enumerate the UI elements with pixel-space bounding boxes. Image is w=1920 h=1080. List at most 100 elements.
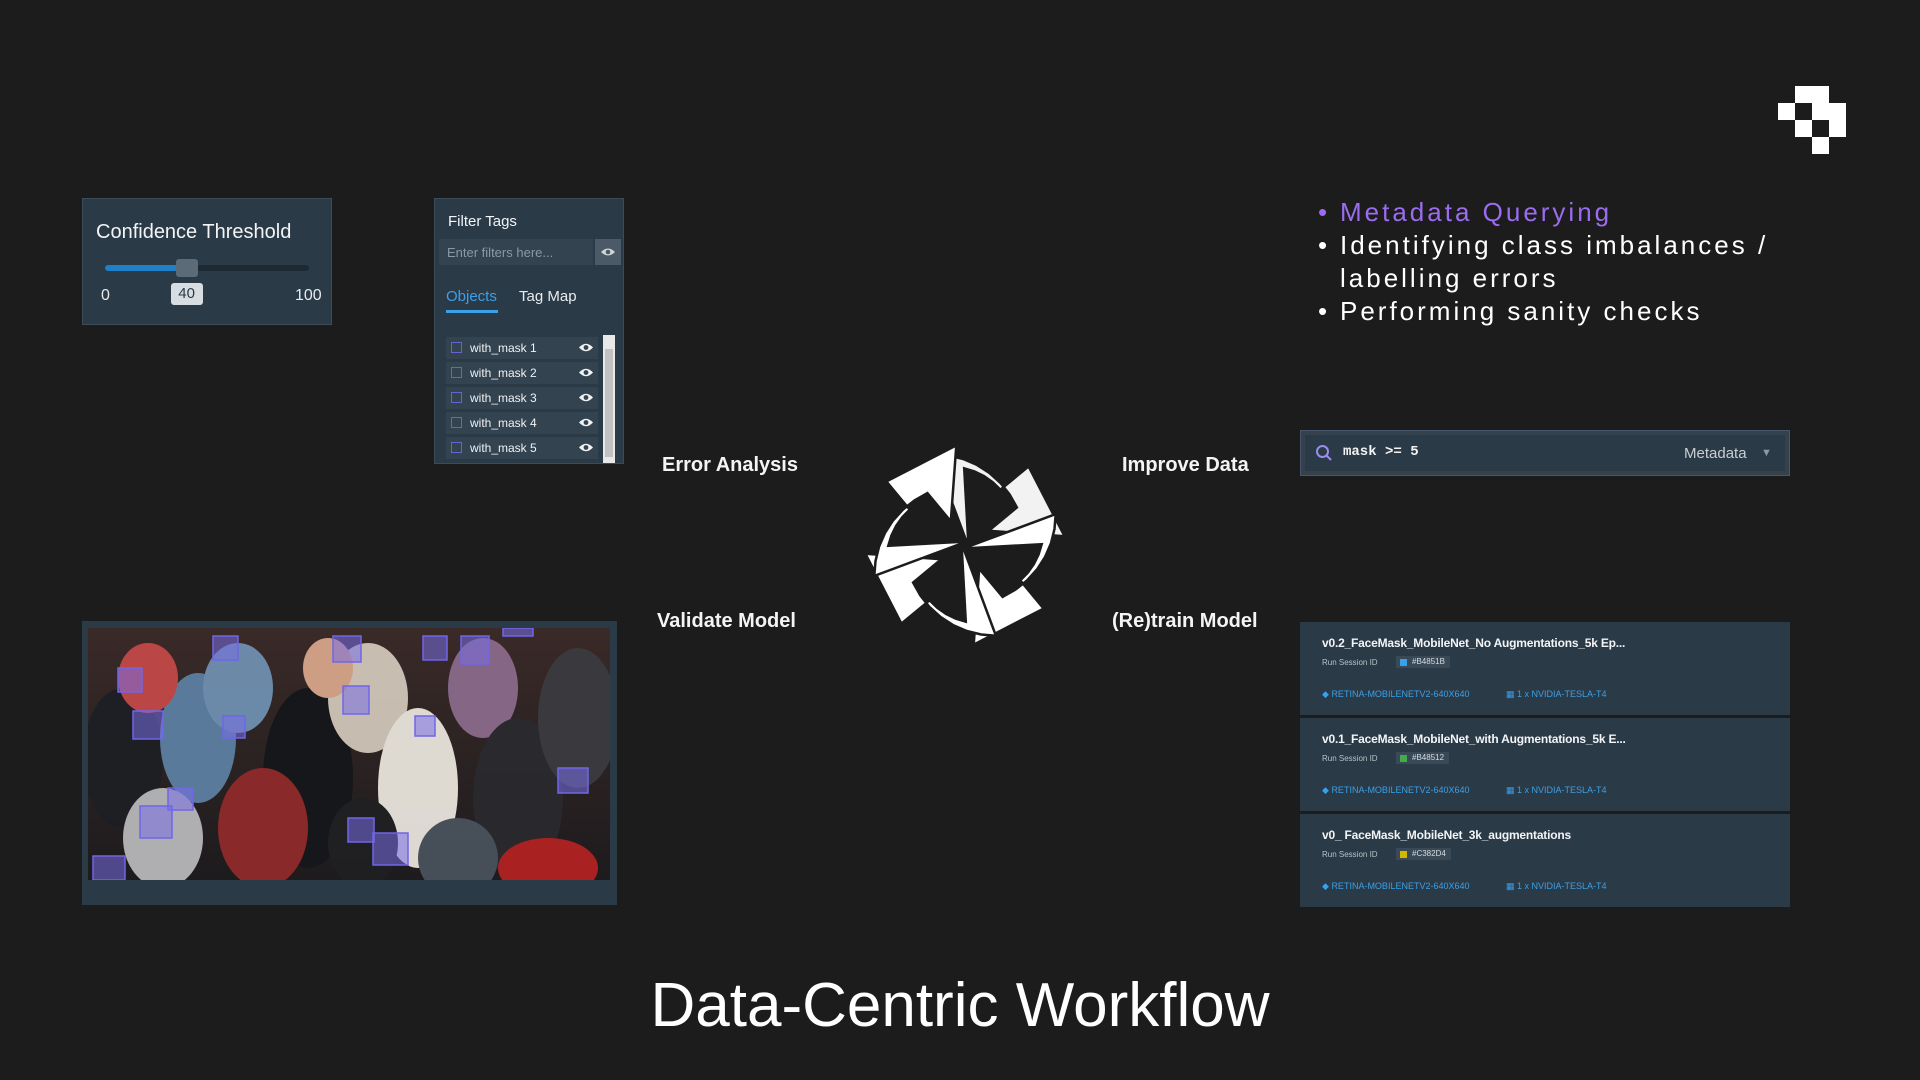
run-session-card[interactable]: v0.1_FaceMask_MobileNet_with Augmentatio… <box>1300 718 1790 811</box>
filter-visibility-button[interactable] <box>595 239 621 265</box>
run-session-card[interactable]: v0_ FaceMask_MobileNet_3k_augmentations … <box>1300 814 1790 907</box>
metadata-query-bar[interactable]: mask >= 5 Metadata ▼ <box>1300 430 1790 476</box>
run-session-id: #C382D4 <box>1412 849 1446 858</box>
bbox-icon <box>451 367 462 378</box>
confidence-slider-track[interactable] <box>105 259 309 277</box>
eye-icon[interactable] <box>578 342 594 353</box>
run-gpu-label: 1 x NVIDIA-TESLA-T4 <box>1517 689 1607 699</box>
tag-item-label: with_mask 3 <box>470 391 537 405</box>
run-session-card[interactable]: v0.2_FaceMask_MobileNet_No Augmentations… <box>1300 622 1790 715</box>
run-title[interactable]: v0.1_FaceMask_MobileNet_with Augmentatio… <box>1322 732 1626 746</box>
query-type-dropdown[interactable]: Metadata <box>1684 445 1747 462</box>
run-gpu: ▦ 1 x NVIDIA-TESLA-T4 <box>1506 881 1607 892</box>
detection-box[interactable] <box>212 635 239 661</box>
tag-item-label: with_mask 2 <box>470 366 537 380</box>
gpu-icon: ▦ <box>1506 689 1515 699</box>
run-model-label: RETINA-MOBILENETV2-640X640 <box>1331 785 1470 795</box>
run-session-list: v0.2_FaceMask_MobileNet_No Augmentations… <box>1300 622 1790 907</box>
run-model[interactable]: ◆ RETINA-MOBILENETV2-640X640 <box>1322 881 1470 892</box>
page-title: Data-Centric Workflow <box>650 971 1270 1040</box>
workflow-cycle-diagram <box>863 443 1067 647</box>
filter-tags-panel: Filter Tags Objects Tag Map with_mask 1 … <box>434 198 624 464</box>
detection-box[interactable] <box>414 715 436 737</box>
run-session-id-label: Run Session ID <box>1322 658 1378 667</box>
tab-objects-underline <box>446 310 498 313</box>
tab-objects[interactable]: Objects <box>446 288 497 305</box>
cycle-arrow-top-left <box>872 443 968 578</box>
run-gpu-label: 1 x NVIDIA-TESLA-T4 <box>1517 881 1607 891</box>
metadata-query-field[interactable]: mask >= 5 Metadata ▼ <box>1305 435 1785 471</box>
brand-logo <box>1778 86 1846 154</box>
run-session-id-badge: #B48512 <box>1396 752 1450 764</box>
bullet-sanity-checks: Performing sanity checks <box>1318 295 1798 328</box>
detection-box[interactable] <box>167 787 194 811</box>
face-detection-boxes <box>92 628 589 880</box>
detection-box[interactable] <box>117 667 143 693</box>
run-model[interactable]: ◆ RETINA-MOBILENETV2-640X640 <box>1322 785 1470 796</box>
detection-box[interactable] <box>347 817 375 843</box>
tag-item[interactable]: with_mask 1 <box>446 337 598 359</box>
filter-search-input[interactable] <box>439 239 593 265</box>
detection-image-panel <box>82 621 617 905</box>
tag-item[interactable]: with_mask 5 <box>446 437 598 459</box>
label-improve-data: Improve Data <box>1122 454 1249 476</box>
label-retrain-model: (Re)train Model <box>1112 610 1258 632</box>
run-model-label: RETINA-MOBILENETV2-640X640 <box>1331 689 1470 699</box>
confidence-value-badge: 40 <box>170 283 203 305</box>
tag-list-scrollbar-thumb[interactable] <box>605 349 613 457</box>
detection-box[interactable] <box>342 685 370 715</box>
detection-box[interactable] <box>92 855 126 880</box>
detection-box[interactable] <box>422 635 448 661</box>
run-session-id-badge: #B4851B <box>1396 656 1450 668</box>
confidence-threshold-title: Confidence Threshold <box>96 221 292 243</box>
gpu-icon: ▦ <box>1506 785 1515 795</box>
confidence-min-label: 0 <box>101 287 110 304</box>
run-model-label: RETINA-MOBILENETV2-640X640 <box>1331 881 1470 891</box>
bbox-icon <box>451 442 462 453</box>
confidence-slider-fill <box>105 265 187 271</box>
detection-box[interactable] <box>460 635 490 665</box>
crowd-detection-image[interactable] <box>88 628 610 880</box>
run-model[interactable]: ◆ RETINA-MOBILENETV2-640X640 <box>1322 689 1470 700</box>
detection-box[interactable] <box>332 635 362 663</box>
gpu-icon: ▦ <box>1506 881 1515 891</box>
eye-icon[interactable] <box>578 417 594 428</box>
detection-box[interactable] <box>557 767 589 794</box>
chevron-down-icon[interactable]: ▼ <box>1761 447 1772 459</box>
tab-tag-map[interactable]: Tag Map <box>519 288 577 305</box>
layers-icon: ◆ <box>1322 785 1329 795</box>
detection-box[interactable] <box>139 805 173 839</box>
confidence-slider-thumb[interactable] <box>175 259 198 277</box>
run-title[interactable]: v0_ FaceMask_MobileNet_3k_augmentations <box>1322 828 1571 842</box>
detection-box[interactable] <box>372 832 409 866</box>
detection-box[interactable] <box>502 628 534 637</box>
eye-icon[interactable] <box>578 367 594 378</box>
run-title[interactable]: v0.2_FaceMask_MobileNet_No Augmentations… <box>1322 636 1626 650</box>
eye-icon[interactable] <box>578 392 594 403</box>
run-gpu-label: 1 x NVIDIA-TESLA-T4 <box>1517 785 1607 795</box>
bbox-icon <box>451 392 462 403</box>
eye-icon[interactable] <box>578 442 594 453</box>
session-color-swatch <box>1400 659 1407 666</box>
tag-item-label: with_mask 4 <box>470 416 537 430</box>
layers-icon: ◆ <box>1322 689 1329 699</box>
metadata-query-text[interactable]: mask >= 5 <box>1343 444 1419 460</box>
detection-box[interactable] <box>132 710 164 740</box>
layers-icon: ◆ <box>1322 881 1329 891</box>
tag-item[interactable]: with_mask 4 <box>446 412 598 434</box>
label-validate-model: Validate Model <box>657 610 796 632</box>
run-session-id: #B4851B <box>1412 657 1445 666</box>
bbox-icon <box>451 417 462 428</box>
confidence-max-label: 100 <box>295 287 322 304</box>
filter-tags-title: Filter Tags <box>448 213 517 230</box>
detection-box[interactable] <box>222 715 246 739</box>
run-session-id-label: Run Session ID <box>1322 850 1378 859</box>
eye-icon <box>601 248 615 256</box>
run-session-id-badge: #C382D4 <box>1396 848 1451 860</box>
tag-item[interactable]: with_mask 2 <box>446 362 598 384</box>
bullet-metadata-querying: Metadata Querying <box>1318 196 1798 229</box>
tag-item[interactable]: with_mask 3 <box>446 387 598 409</box>
tag-item-label: with_mask 5 <box>470 441 537 455</box>
bullet-class-imbalances: Identifying class imbalances / labelling… <box>1318 229 1798 295</box>
run-gpu: ▦ 1 x NVIDIA-TESLA-T4 <box>1506 785 1607 796</box>
